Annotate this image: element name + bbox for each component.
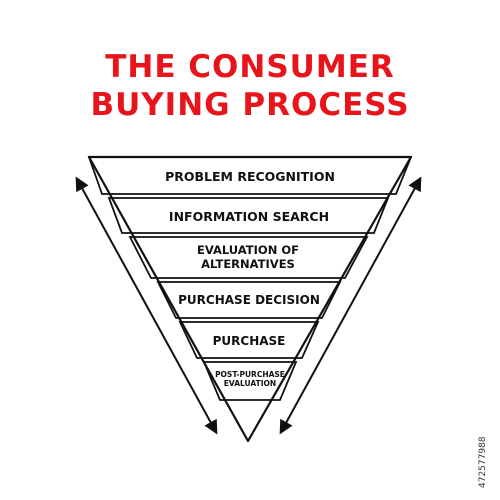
stage-label-post-purchase-line1: POST-PURCHASE (215, 370, 285, 379)
right-double-arrow (279, 176, 422, 435)
stage-label-post-purchase-line2: EVALUATION (224, 379, 276, 388)
stage-band-1 (87, 156, 413, 195)
stage-label-purchase: PURCHASE (213, 334, 286, 348)
stock-id-text: 472577988 (478, 436, 488, 488)
stage-label-evaluation-line2: ALTERNATIVES (201, 257, 295, 271)
stage-bands (87, 156, 413, 401)
stage-label-problem-recognition: PROBLEM RECOGNITION (165, 169, 335, 184)
stage-label-purchase-decision: PURCHASE DECISION (178, 293, 320, 307)
stage-band-6 (202, 361, 298, 401)
stage-band-5 (178, 321, 320, 359)
left-double-arrow (75, 176, 218, 435)
diagram-title-line2: BUYING PROCESS (90, 87, 410, 123)
stage-label-information-search: INFORMATION SEARCH (169, 209, 329, 224)
stage-label-evaluation-line1: EVALUATION OF (197, 243, 299, 257)
stage-band-3 (128, 236, 369, 279)
diagram-title-line1: THE CONSUMER (105, 49, 395, 85)
stage-band-4 (156, 281, 342, 319)
stage-band-2 (107, 197, 390, 234)
